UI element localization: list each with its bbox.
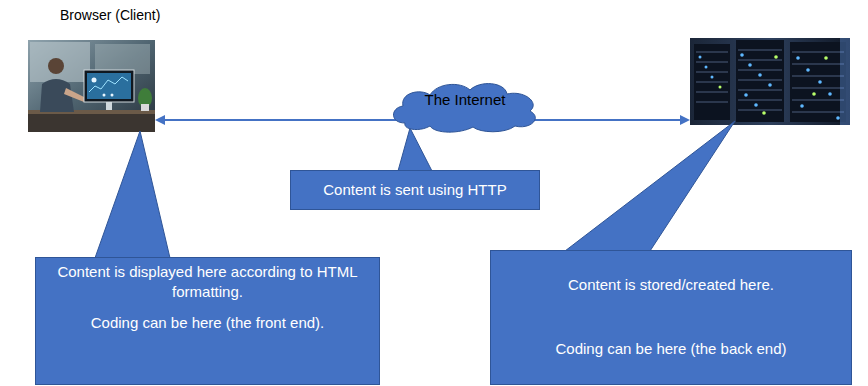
client-picture [28,40,155,132]
callout-text: Coding can be here (the back end) [556,339,787,359]
callout-pointer [95,131,170,258]
arrow-head [155,115,165,125]
text-stack: Content is sent using HTTP [291,171,539,206]
text-stack: Content is stored/created here. Coding ca… [491,251,851,364]
callout-box: Content is sent using HTTP [290,170,540,210]
callout-text: The Internet [425,90,506,110]
text-stack: Content is displayed here according to H… [36,258,379,339]
callout-text: Coding can be here (the front end). [91,313,324,333]
callout-box: Content is stored/created here. Coding ca… [490,250,852,385]
arrow-head [680,115,690,125]
callout-text: Content is displayed here according to H… [44,262,371,301]
callout-pointers [95,121,735,258]
text-stack: The Internet [385,78,545,116]
callout-pointer [398,128,432,171]
server-picture [690,38,850,125]
picture-caption: Browser (Client) [60,7,160,23]
callout-box: Content is displayed here according to H… [35,257,380,385]
cloud-shape: The Internet [385,78,545,133]
callout-text: Content is sent using HTTP [323,180,506,200]
callout-pointer [565,121,735,251]
callout-text: Content is stored/created here. [568,275,774,295]
